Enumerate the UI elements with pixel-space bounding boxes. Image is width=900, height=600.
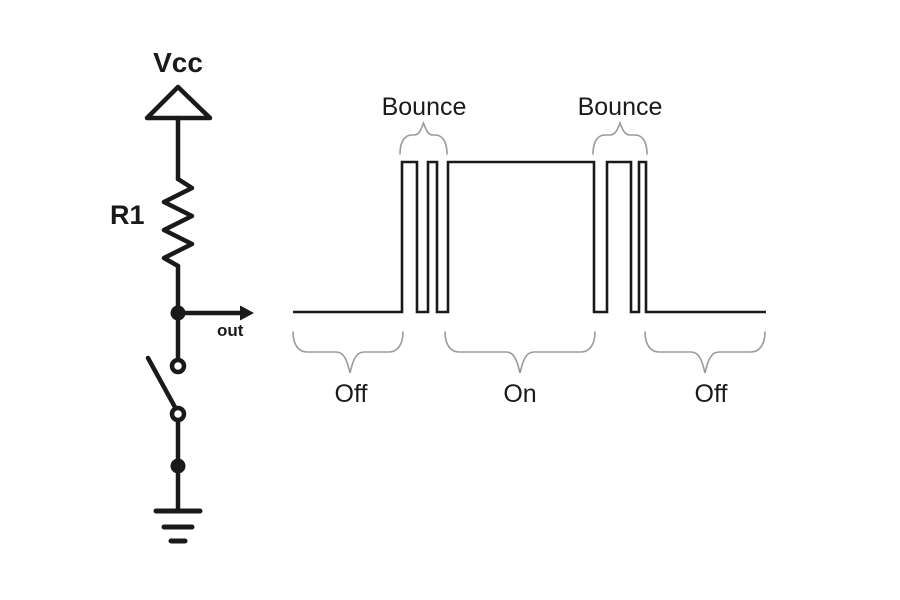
bounce-label-left: Bounce [381, 93, 467, 121]
resistor-label: R1 [110, 200, 145, 230]
on-brace [444, 331, 596, 374]
resistor-symbol [161, 176, 195, 269]
output-arrowhead-icon [240, 305, 254, 321]
off-brace-left [292, 331, 404, 374]
bounce-label-right: Bounce [577, 93, 663, 121]
bounce-brace-right [592, 120, 648, 155]
junction-dot [170, 458, 186, 474]
vcc-triangle-icon [144, 84, 213, 121]
waveform-plot [292, 120, 766, 374]
off-label-left: Off [334, 380, 368, 408]
ground-symbol-icon [153, 508, 203, 544]
switch-top-terminal [169, 357, 187, 375]
switch-bottom-terminal [169, 405, 187, 423]
circuit-schematic [144, 84, 254, 544]
out-label: out [217, 321, 244, 340]
waveform-trace [293, 160, 766, 314]
vcc-label: Vcc [153, 47, 203, 78]
switch-lever [145, 355, 179, 412]
off-label-right: Off [694, 380, 728, 408]
off-brace-right [644, 331, 766, 374]
bounce-brace-left [399, 120, 448, 155]
on-label: On [503, 380, 537, 408]
